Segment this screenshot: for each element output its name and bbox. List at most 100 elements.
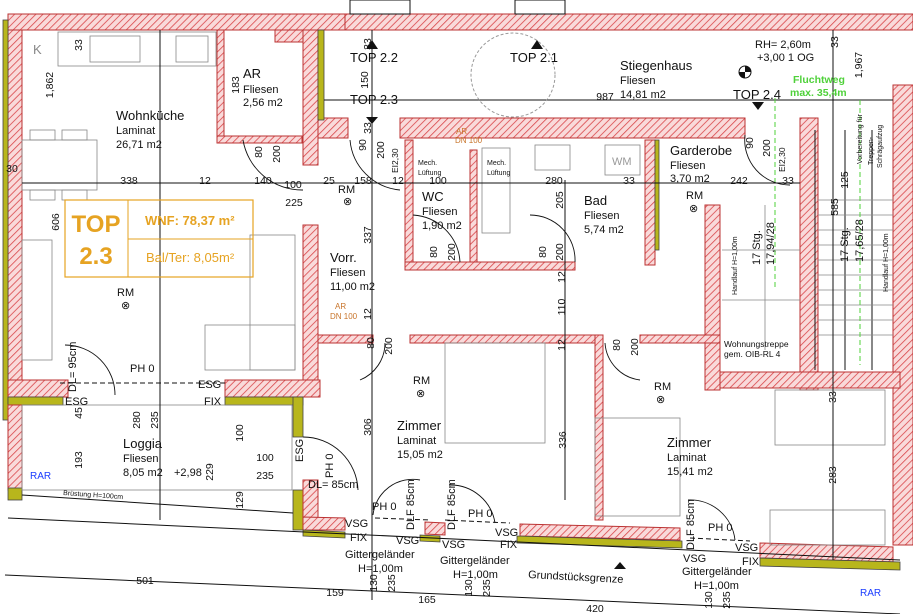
room-loggia-floor: Fliesen: [123, 453, 158, 465]
dimension: 200: [446, 243, 458, 261]
dimension: 183: [230, 76, 242, 94]
stair-steps-2: 17 Stg.: [839, 227, 851, 262]
room-ar-name: AR: [243, 66, 261, 81]
room-zimmer1-area: 15,05 m2: [397, 449, 443, 461]
room-zimmer1-name: Zimmer: [397, 418, 442, 433]
dimension: 80: [253, 146, 265, 158]
room-wc-floor: Fliesen: [422, 206, 457, 218]
dimension: 33: [623, 175, 635, 187]
glazing-label: VSG: [396, 535, 419, 547]
drain-size-label: DN 100: [330, 312, 358, 321]
dimension: 150: [359, 71, 371, 89]
dimension: 235: [149, 411, 161, 429]
escape-route-distance: max. 35,4m: [790, 87, 847, 99]
railing-label: Gittergeländer: [440, 555, 510, 567]
dimension: 225: [285, 197, 303, 209]
dimension: 235: [721, 591, 733, 609]
dimension: 283: [827, 466, 839, 484]
room-wohnkueche-area: 26,71 m2: [116, 139, 162, 151]
glazing-label: VSG: [683, 553, 706, 565]
passage-width-label: DL= 95cm: [67, 342, 79, 392]
top-2-3-label: TOP 2.3: [350, 92, 398, 107]
dimension: 338: [120, 175, 138, 187]
dimension: 235: [481, 579, 493, 597]
dimension: 606: [50, 213, 62, 231]
room-loggia-area: 8,05 m2: [123, 467, 163, 479]
dimension: 80: [365, 337, 377, 349]
parapet-height-label: PH 0: [324, 454, 336, 478]
dimension: 193: [73, 451, 85, 469]
smoke-detector-label: RM: [686, 190, 703, 202]
glazing-label: VSG: [442, 539, 465, 551]
dimension: 235: [256, 470, 274, 482]
room-vorraum-area: 11,00 m2: [330, 281, 375, 293]
apartment-balcony: Bal/Ter: 8,05m²: [146, 250, 235, 265]
smoke-detector-label: RM: [338, 184, 355, 196]
smoke-detector-label: RM: [654, 381, 671, 393]
dimension: 100: [284, 179, 302, 191]
dimension: 80: [428, 246, 440, 258]
escape-route-label: Fluchtweg: [793, 74, 845, 86]
dimension: 12: [392, 175, 404, 187]
dimension: 159: [326, 587, 344, 599]
dimension: 200: [383, 337, 395, 355]
fixed-glazing-label: FIX: [500, 539, 518, 551]
glazing-label: VSG: [495, 527, 518, 539]
dimension: 280: [131, 411, 143, 429]
property-boundary-label: Grundstücksgrenze: [528, 569, 624, 586]
dimension: 33: [829, 36, 841, 48]
fixed-glazing-label: FIX: [350, 532, 368, 544]
dimension: 12: [556, 339, 568, 351]
glazing-label: ESG: [65, 396, 88, 408]
room-ar-floor: Fliesen: [243, 84, 278, 96]
top-2-2-label: TOP 2.2: [350, 50, 398, 65]
dimension: 158: [354, 175, 372, 187]
glazing-label: VSG: [345, 518, 368, 530]
dimension: 1,967: [853, 52, 865, 78]
room-labels: K AR Fliesen 2,56 m2 Wohnküche Laminat 2…: [33, 42, 732, 479]
glazing-label: ESG: [198, 379, 221, 391]
apartment-number: 2.3: [79, 243, 112, 270]
handrail-label-2: Handlauf H=1,00m: [883, 233, 890, 292]
apartment-markers: TOP 2.2 TOP 2.3 TOP 2.1 TOP 2.4: [350, 40, 781, 124]
smoke-detector-label: RM: [413, 375, 430, 387]
lift-note-1: Vorbereitung für: [857, 114, 864, 164]
top-2-1-label: TOP 2.1: [510, 50, 558, 65]
room-loggia-name: Loggia: [123, 436, 163, 451]
dimension: 25: [323, 175, 335, 187]
railing-label: Gittergeländer: [345, 549, 415, 561]
dimension: 200: [554, 243, 566, 261]
dimension: 306: [362, 418, 374, 436]
dimension: 12: [556, 271, 568, 283]
room-stiegenhaus-area: 14,81 m2: [620, 89, 666, 101]
dimension: 130: [368, 574, 380, 592]
ventilation-label: Mech.: [487, 160, 506, 167]
smoke-detector-icon: ⊗: [656, 394, 665, 406]
dimension: 100: [234, 424, 246, 442]
parapet-height-label: PH 0: [708, 522, 732, 534]
dimension: 205: [554, 191, 566, 209]
room-zimmer2-name: Zimmer: [667, 435, 712, 450]
fixed-glazing-label: FIX: [204, 396, 222, 408]
apartment-wnf: WNF: 78,37 m²: [145, 213, 235, 228]
parapet-height-label: PH 0: [130, 363, 154, 375]
dimension: 229: [204, 463, 216, 481]
floor-level: +3,00 1 OG: [757, 52, 814, 64]
dimension: 200: [629, 338, 641, 356]
stair-rise-2: 17,65/28: [854, 219, 866, 262]
washing-machine-label: WM: [612, 156, 632, 168]
doors: [64, 134, 791, 541]
dimension: 130: [463, 579, 475, 597]
apartment-stair-note-2: gem. OIB-RL 4: [724, 349, 781, 359]
dimension: 337: [362, 226, 374, 244]
dimension: 280: [545, 175, 563, 187]
stair-treads: [722, 130, 893, 370]
room-garderobe-name: Garderobe: [670, 143, 732, 158]
fire-rating-label: EI2,30: [777, 147, 787, 172]
room-zimmer2-floor: Laminat: [667, 452, 706, 464]
room-vorraum-floor: Fliesen: [330, 267, 365, 279]
dimension: 987: [596, 91, 614, 103]
dimension: 165: [418, 594, 436, 606]
smoke-detector-icon: ⊗: [121, 300, 130, 312]
